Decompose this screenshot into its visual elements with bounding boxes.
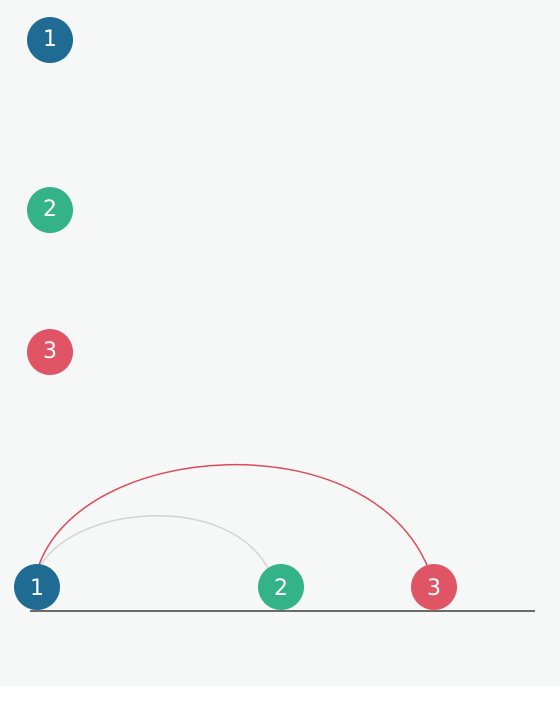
- node-1-circle: [14, 564, 60, 610]
- node-3-circle: [411, 564, 457, 610]
- node-1: 1: [14, 564, 60, 610]
- node-2-label: 2: [274, 576, 288, 601]
- legend-badge-2: 2: [27, 187, 73, 233]
- diagram-panel: 1 2 3 1 2 3: [14, 17, 535, 612]
- node-2: 2: [258, 564, 304, 610]
- arc-1-to-3: [37, 463, 430, 571]
- arc-1-to-2: [37, 515, 271, 573]
- node-3-label: 3: [427, 576, 441, 601]
- node-1-label: 1: [30, 576, 44, 601]
- node-3: 3: [411, 564, 457, 610]
- node-2-circle: [258, 564, 304, 610]
- arc-diagram: 1 2 3: [14, 463, 535, 612]
- legend-badge-1: 1: [27, 17, 73, 63]
- legend-badge-3: 3: [27, 329, 73, 375]
